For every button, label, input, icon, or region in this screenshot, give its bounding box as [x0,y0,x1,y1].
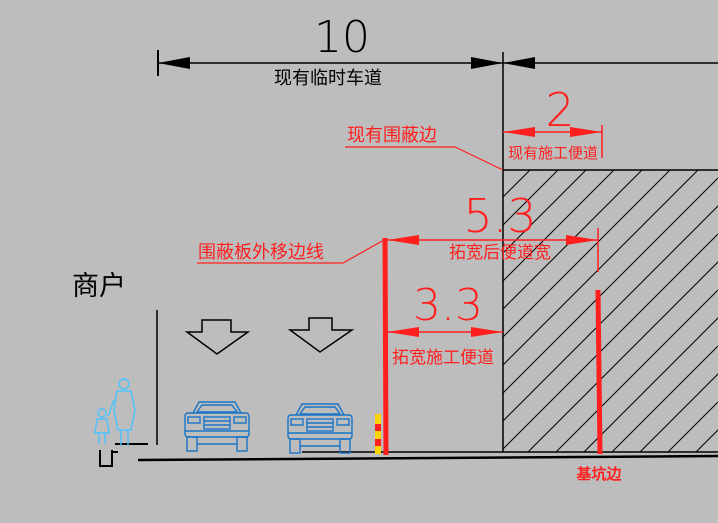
callout-existing-hoarding-edge: 现有围蔽边 [347,125,437,146]
construction-area-hatch [503,170,718,452]
callout-hoarding-edge-leader [454,146,504,171]
existing-sidewalk-name-label: 现有施工便道 [508,144,598,162]
existing-road-name-label: 现有临时车道 [274,68,382,89]
pit-edge-label: 基坑边 [575,465,622,483]
dim-10-arrow-right [471,57,503,69]
down-arrow-icon [184,319,251,355]
dim-2-arrow-left [503,127,535,137]
pedestrian-child-icon [94,408,110,444]
callout-shift-line-leader [342,239,385,264]
ground-line [137,454,718,462]
car-icon [287,403,353,454]
warning-post [375,414,381,454]
car-icon [184,401,250,452]
dim-10-arrow-left [158,57,190,69]
widened-total-width-label: 5.3 [463,189,536,243]
dim-2-top-arrow [503,57,535,69]
new-hoarding-line [382,237,389,456]
existing-road-width-label: 10 [314,12,370,63]
widened-total-name-label: 拓宽后便道宽 [449,243,551,263]
widened-sidewalk-name-label: 拓宽施工便道 [392,348,494,368]
dim-3-3-arrow-right [471,327,503,337]
shops-label: 商户 [72,271,126,302]
pedestrian-adult-icon [107,378,136,446]
dim-2-arrow-right [570,127,602,137]
callout-hoarding-shift-line: 围蔽板外移边线 [198,242,324,263]
existing-sidewalk-width-label: 2 [545,83,574,137]
dim-3-3-arrow-left [387,327,419,337]
dim-5-3-arrow-right [566,235,598,245]
dim-5-3-arrow-left [387,235,419,245]
curb-detail [99,450,118,467]
pit-edge-line [595,289,603,455]
down-arrow-icon [287,317,355,353]
widened-sidewalk-width-label: 3.3 [413,280,483,331]
